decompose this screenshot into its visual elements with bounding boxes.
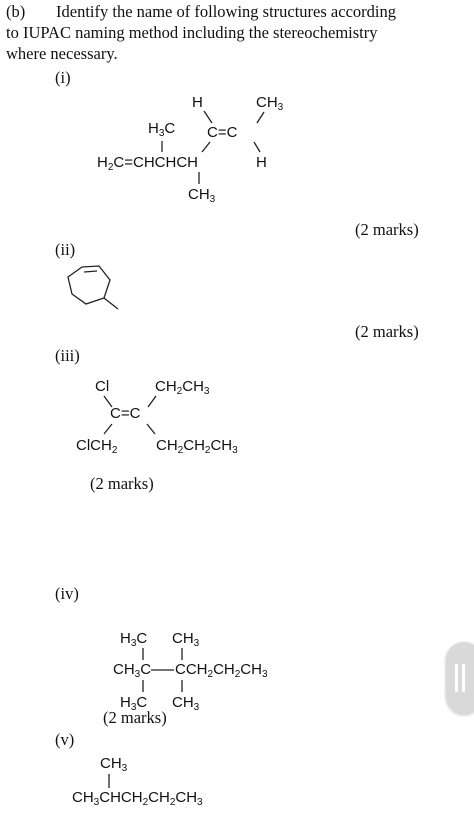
marks-i: (2 marks) [355, 220, 419, 239]
s3-c-eq-c: C=C [110, 405, 141, 422]
s1-c-eq-c: C=C [207, 124, 238, 141]
bond-c-ch2ch2ch3 [146, 423, 156, 435]
bond-h-c [203, 110, 213, 124]
s3-ch2ch2ch3: CH2CH2CH3 [156, 437, 238, 456]
bond-methyl [103, 297, 119, 310]
s4-cch2ch2ch3: CCH2CH2CH3 [175, 661, 268, 680]
s4-h3c-top: H3C [120, 630, 148, 649]
scroll-handle[interactable] [446, 642, 474, 714]
bond-c-ch [201, 141, 211, 153]
s4-ch3-bottom: CH3 [172, 694, 200, 713]
instruction-line-2: to IUPAC naming method including the ste… [6, 23, 378, 42]
marks-ii: (2 marks) [355, 322, 419, 341]
s1-ch3-bottom: CH3 [188, 186, 216, 205]
s4-ch3c: CH3C [113, 661, 152, 680]
s1-ch3-top: CH3 [256, 94, 284, 113]
bond-c-clch2 [103, 423, 113, 435]
marks-iii: (2 marks) [90, 474, 154, 493]
s1-h-right: H [256, 154, 267, 171]
s4-ch3-top: CH3 [172, 630, 200, 649]
ring-double-bond [83, 270, 98, 273]
s3-clch2: ClCH2 [76, 437, 118, 456]
grip-line-icon [455, 664, 458, 692]
item-label-i: (i) [55, 68, 71, 87]
part-label: (b) [6, 2, 26, 21]
ring-cycloheptene [67, 265, 111, 305]
item-label-ii: (ii) [55, 240, 76, 259]
marks-iv: (2 marks) [103, 708, 167, 727]
item-label-iv: (iv) [55, 584, 79, 603]
s5-ch3-top: CH3 [100, 755, 128, 774]
s3-cl: Cl [95, 378, 110, 395]
s4-h3c-bottom: H3C [120, 694, 148, 713]
bond-ch2ch3-c [147, 395, 157, 408]
s1-h: H [192, 94, 203, 111]
instruction-line-3: where necessary. [6, 44, 118, 63]
bond-ch3-c [256, 111, 265, 124]
item-label-iii: (iii) [55, 346, 80, 365]
s5-main-chain: CH3CHCH2CH2CH3 [72, 789, 203, 808]
instruction-line-1: Identify the name of following structure… [56, 2, 396, 21]
s1-main-chain: H2C=CHCHCH [97, 154, 198, 173]
s1-h3c: H3C [148, 120, 176, 139]
grip-line-icon [462, 664, 465, 692]
s3-ch2ch3: CH2CH3 [155, 378, 210, 397]
bond-c-h [253, 141, 261, 153]
item-label-v: (v) [55, 730, 75, 749]
